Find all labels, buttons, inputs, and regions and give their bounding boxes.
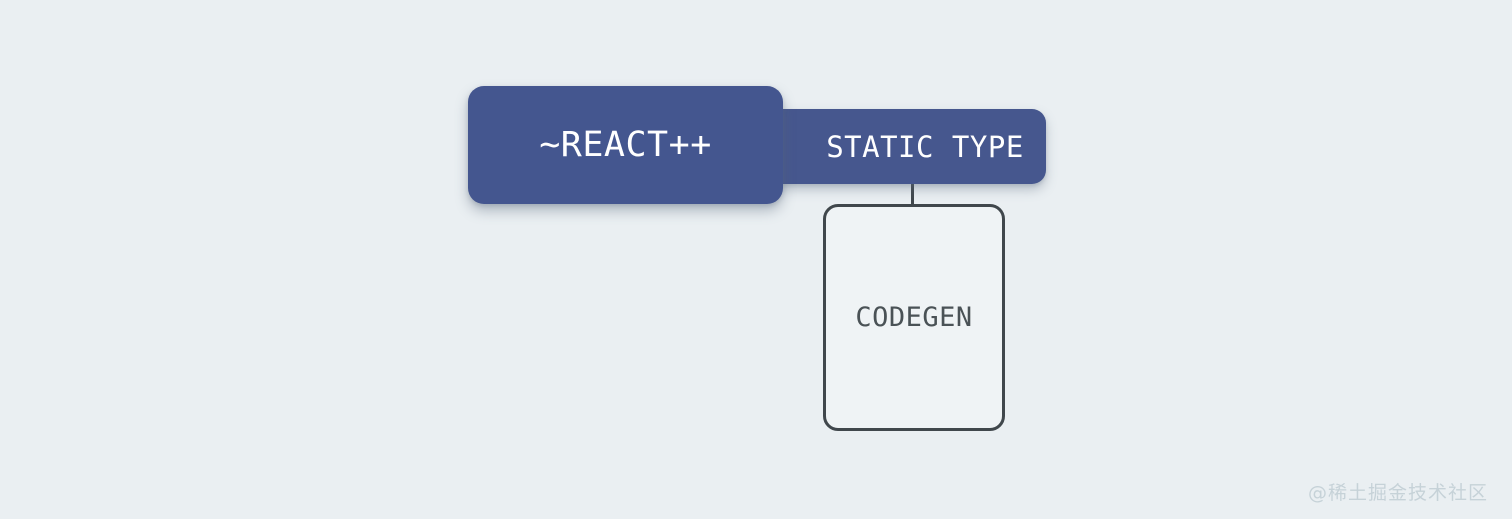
node-static-type[interactable]: STATIC TYPE [762,109,1046,184]
node-codegen-label: CODEGEN [855,302,973,333]
connector-static-type-to-codegen [911,180,914,208]
node-react-label: ~REACT++ [539,125,712,165]
node-react[interactable]: ~REACT++ [468,86,783,204]
node-codegen[interactable]: CODEGEN [823,204,1005,431]
node-static-type-label: STATIC TYPE [826,129,1024,164]
watermark: @稀土掘金技术社区 [1307,482,1488,504]
